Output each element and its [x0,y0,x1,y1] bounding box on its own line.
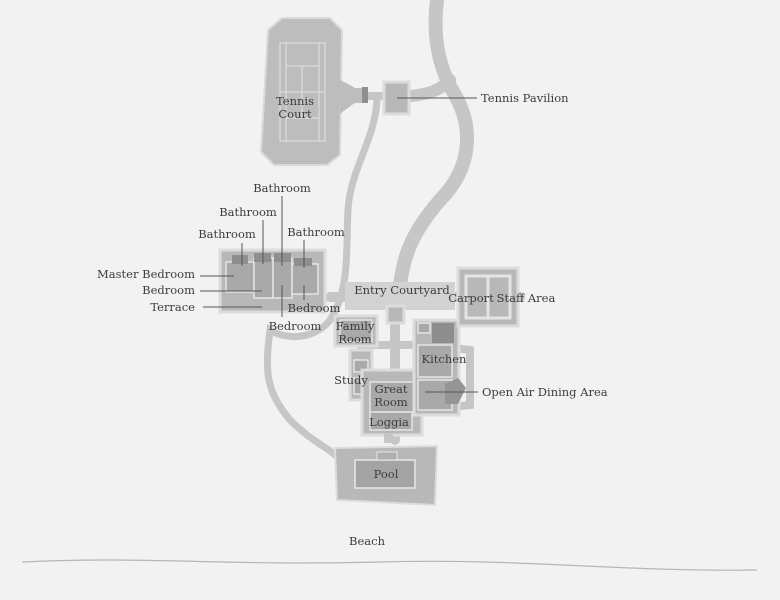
label-carport: Carport [448,291,494,305]
label-bedroom: Bedroom [269,319,322,333]
label-study: Study [334,373,368,387]
label-tennis-court-2: Court [278,107,312,121]
label-bathroom: Bathroom [198,227,256,241]
leader-lines [200,97,478,393]
label-bathroom: Bathroom [253,181,311,195]
tennis-court [259,17,411,166]
label-staff-area: Staff Area [497,291,556,305]
label-family-room-2: Room [338,332,372,346]
label-beach: Beach [349,534,386,548]
label-kitchen: Kitchen [422,352,468,366]
label-tennis-court: Tennis [276,94,314,108]
label-master-bedroom: Master Bedroom [97,267,195,281]
label-bathroom: Bathroom [287,225,345,239]
label-bathroom: Bathroom [219,205,277,219]
label-pool: Pool [374,467,399,481]
label-terrace: Terrace [150,300,195,314]
labels: Tennis Court Tennis Pavilion Bathroom Ba… [97,91,608,548]
shoreline [21,559,758,571]
label-family-room: Family [336,319,375,333]
pool-area [333,444,439,507]
label-open-air-dining-area: Open Air Dining Area [482,385,608,399]
label-tennis-pavilion: Tennis Pavilion [481,91,569,105]
label-loggia: Loggia [369,415,409,429]
label-bedroom: Bedroom [288,301,341,315]
label-great-room-2: Room [374,395,408,409]
label-great-room: Great [375,382,408,396]
label-bedroom: Bedroom [142,283,195,297]
label-entry-courtyard: Entry Courtyard [354,283,450,297]
main-house [333,282,466,443]
carport-staff-area [456,266,520,328]
